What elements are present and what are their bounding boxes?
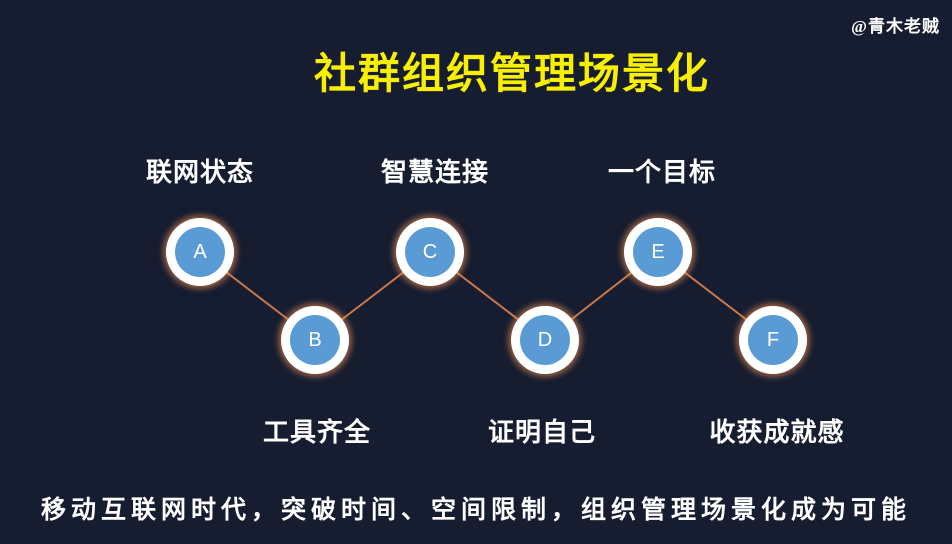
node-label-c: 智慧连接	[380, 158, 490, 187]
node-c: C	[396, 218, 464, 286]
page-title: 社群组织管理场景化	[313, 49, 710, 98]
node-b: B	[281, 306, 349, 374]
node-f-letter: F	[748, 315, 798, 365]
node-c-letter: C	[405, 227, 455, 277]
node-e: E	[624, 218, 692, 286]
node-label-e: 一个目标	[607, 158, 717, 187]
node-f: F	[739, 306, 807, 374]
footer-text: 移动互联网时代，突破时间、空间限制，组织管理场景化成为可能	[40, 497, 911, 524]
node-a-letter: A	[175, 227, 225, 277]
node-label-d: 证明自己	[487, 418, 597, 447]
node-e-letter: E	[633, 227, 683, 277]
node-d: D	[511, 306, 579, 374]
node-b-letter: B	[290, 315, 340, 365]
node-a: A	[166, 218, 234, 286]
watermark: @青木老贼	[851, 17, 940, 36]
node-label-b: 工具齐全	[262, 418, 372, 447]
node-label-f: 收获成就感	[709, 418, 845, 447]
node-d-letter: D	[520, 315, 570, 365]
node-label-a: 联网状态	[145, 158, 255, 187]
